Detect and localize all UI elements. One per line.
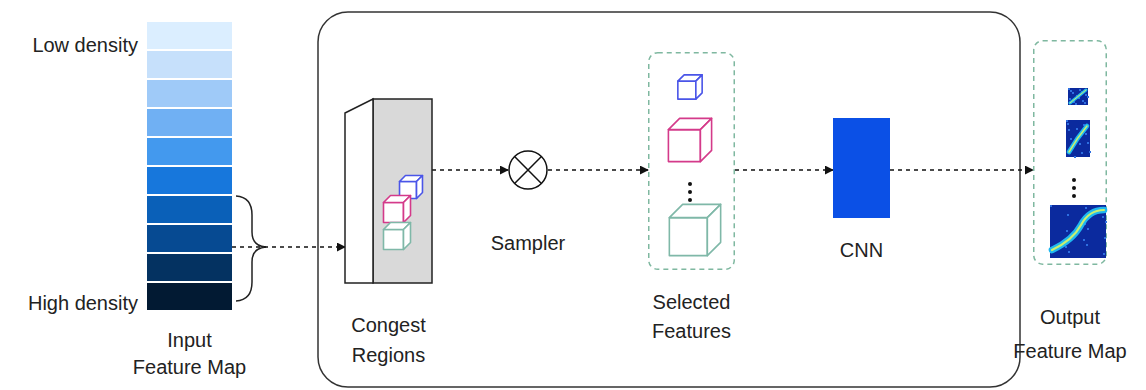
cnn-node: CNN (833, 118, 890, 218)
cnn-shape (833, 118, 890, 218)
sampler-circle (509, 151, 547, 189)
dashed-arrow (735, 169, 833, 170)
density-band (147, 283, 232, 310)
heatmap-image (1066, 120, 1091, 158)
ellipsis-dot (688, 198, 692, 202)
ellipsis-dot (688, 190, 692, 194)
output-node: Output Feature Map (1033, 40, 1107, 265)
feature-cube (669, 204, 720, 255)
caption-text: Input Feature Map (132, 327, 248, 381)
feature-cube (384, 196, 411, 223)
circle-shape (508, 150, 548, 190)
output-shape (1033, 40, 1107, 265)
slab-edge (345, 99, 373, 283)
ellipsis-dot (1072, 194, 1076, 198)
dashed-arrow (890, 169, 1033, 170)
multiply-cross (515, 157, 542, 184)
dashed-arrow (548, 169, 648, 170)
density-band (147, 80, 232, 107)
bar-shape (147, 22, 232, 312)
scale-label: High density (6, 292, 138, 315)
bar-node: Input Feature Map (147, 22, 232, 312)
slab-face (373, 99, 432, 283)
caption-text: Selected Features (637, 288, 747, 346)
dashed-frame (1034, 41, 1107, 265)
circle-node: Sampler (508, 150, 548, 190)
heatmap-image (1050, 205, 1107, 258)
feature-cube (384, 223, 411, 250)
selected-node: Selected Features (648, 52, 735, 270)
slab-shape (345, 85, 432, 283)
module-frame (318, 12, 1020, 387)
ellipsis-dot (688, 182, 692, 186)
caption-text: Sampler (478, 230, 578, 256)
slab-node: Congest Regions (345, 85, 432, 283)
range-brace (236, 196, 266, 301)
scale-label: Low density (10, 34, 138, 57)
feature-cube (678, 75, 702, 99)
density-band (147, 196, 232, 223)
ellipsis-dot (1072, 186, 1076, 190)
ellipsis-dot (1072, 178, 1076, 182)
density-band (147, 254, 232, 281)
dashed-arrow (432, 169, 508, 170)
density-band (147, 138, 232, 165)
dashed-arrow (232, 246, 345, 247)
cnn-block (833, 118, 890, 218)
caption-text: Congest Regions (339, 310, 439, 370)
density-band (147, 167, 232, 194)
heatmap-image (1068, 88, 1089, 105)
selected-shape (648, 52, 735, 270)
dashed-frame (649, 53, 735, 270)
feature-cube (668, 118, 711, 161)
caption-text: Output Feature Map (1012, 300, 1128, 368)
density-band (147, 51, 232, 78)
density-band (147, 225, 232, 252)
density-band (147, 22, 232, 49)
caption-text: CNN (822, 237, 902, 263)
density-band (147, 109, 232, 136)
